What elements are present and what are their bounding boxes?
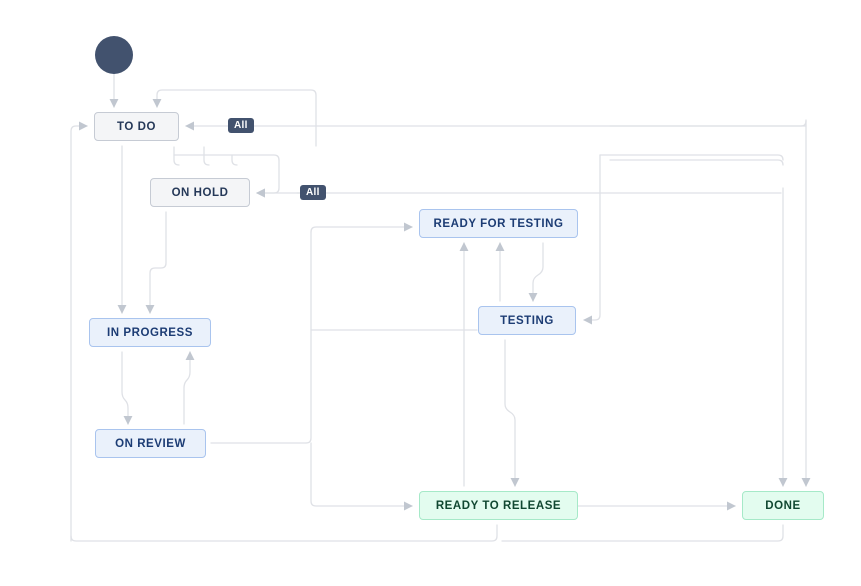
- node-ready-for-testing[interactable]: READY FOR TESTING: [419, 209, 578, 238]
- node-label-to-do: TO DO: [117, 120, 156, 133]
- edge-onhold-feed: [256, 159, 280, 198]
- edge-corner-outer: [609, 120, 807, 127]
- node-to-do[interactable]: TO DO: [94, 112, 179, 141]
- badge-all-to-do[interactable]: All: [228, 118, 254, 133]
- node-testing[interactable]: TESTING: [478, 306, 576, 335]
- badge-label-all-on-hold: All: [306, 187, 320, 198]
- edge-rail-to-testing: [583, 154, 601, 325]
- node-label-ready-to-release: READY TO RELEASE: [435, 499, 562, 512]
- edge-rail-to-rtr: [310, 442, 413, 511]
- edge-inprogress-to-onreview: [121, 351, 133, 425]
- node-on-hold[interactable]: ON HOLD: [150, 178, 250, 207]
- edge-drop-c-onhold: [231, 154, 238, 166]
- start-node[interactable]: [95, 36, 133, 74]
- edge-rail-mid: [305, 231, 312, 444]
- node-done[interactable]: DONE: [742, 491, 824, 520]
- node-label-ready-for-testing: READY FOR TESTING: [433, 217, 564, 230]
- badge-label-all-to-do: All: [234, 120, 248, 131]
- edge-loop-top-to-todo: [152, 89, 317, 147]
- node-label-in-progress: IN PROGRESS: [107, 326, 193, 339]
- edge-onreview-to-inprogress: [183, 351, 195, 425]
- edge-corner-inner: [609, 159, 784, 166]
- node-label-testing: TESTING: [500, 314, 554, 327]
- badge-all-on-hold[interactable]: All: [300, 185, 326, 200]
- edge-testing-to-rtr: [504, 339, 520, 487]
- edge-rail-to-rft: [310, 222, 413, 233]
- edge-rail-right-upper: [599, 154, 784, 161]
- node-label-on-hold: ON HOLD: [171, 186, 229, 199]
- edge-rft-to-testing: [528, 242, 544, 302]
- node-label-on-review: ON REVIEW: [115, 437, 186, 450]
- node-in-progress[interactable]: IN PROGRESS: [89, 318, 211, 347]
- edge-onhold-to-inprogress: [145, 211, 167, 314]
- node-on-review[interactable]: ON REVIEW: [95, 429, 206, 458]
- edge-drop-a-onhold: [173, 146, 180, 166]
- edge-drop-b-onhold: [203, 146, 210, 166]
- edge-rtr-bottom-rail: [70, 524, 498, 542]
- node-ready-to-release[interactable]: READY TO RELEASE: [419, 491, 578, 520]
- edge-done-bottom: [501, 524, 784, 542]
- edge-onhold-feed-riser: [173, 154, 280, 161]
- node-label-done: DONE: [765, 499, 801, 512]
- edge-left-rail-to-todo: [70, 121, 88, 542]
